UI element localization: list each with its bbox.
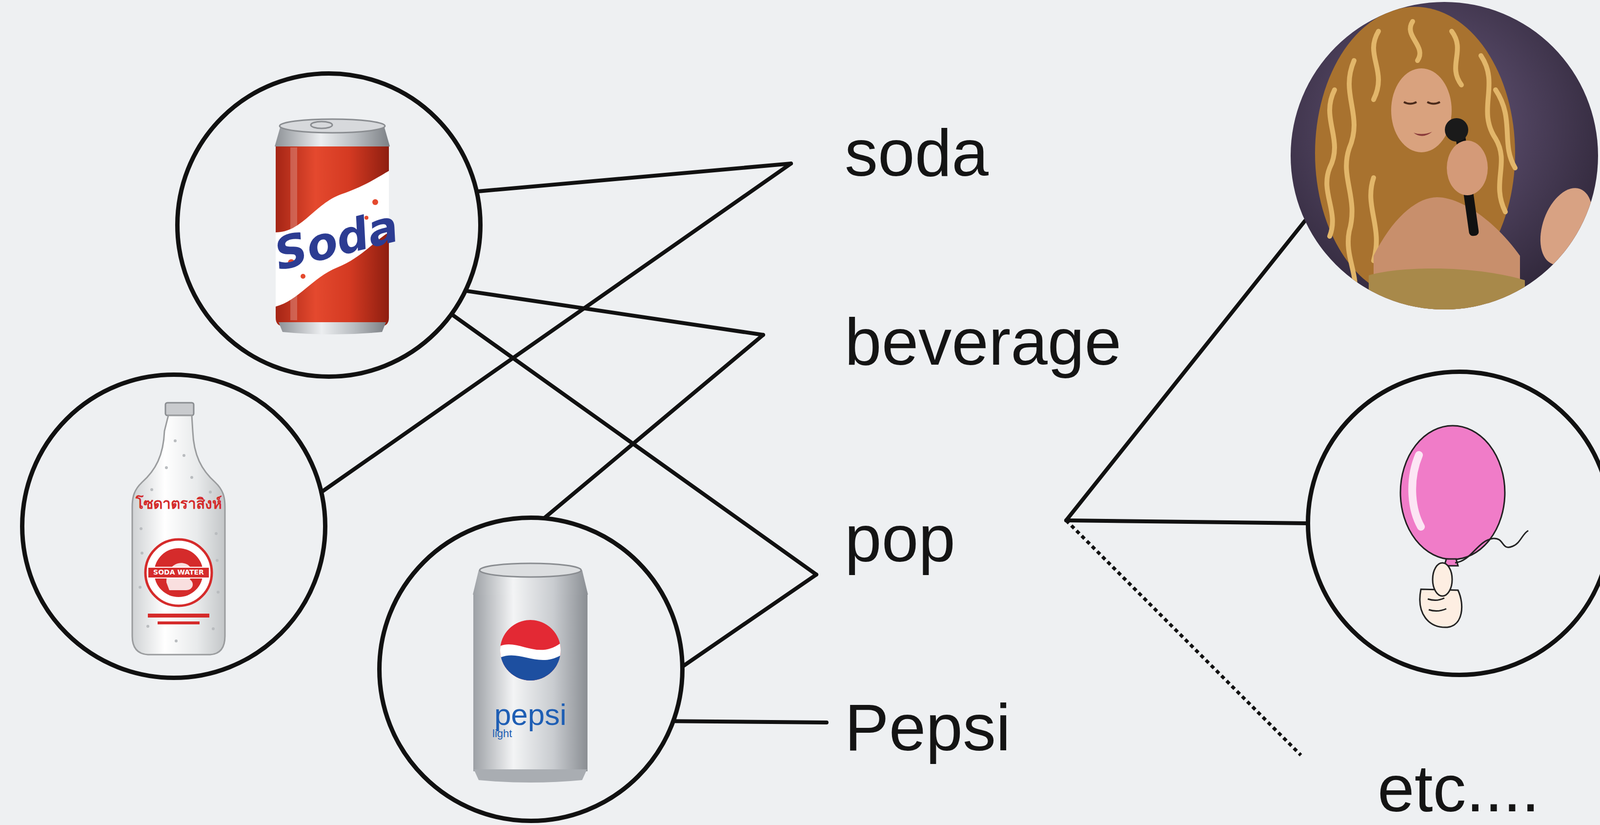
can-lid	[479, 563, 582, 577]
can-variant-text: light	[492, 727, 522, 740]
connector-line	[673, 720, 827, 723]
pepsi-can-circle: pepsilight	[377, 515, 685, 823]
hand-thumb	[1432, 562, 1453, 596]
label-line	[157, 621, 200, 625]
eye	[1427, 101, 1440, 104]
connector-line	[544, 334, 764, 519]
bubble	[146, 624, 150, 628]
curl	[1451, 31, 1462, 85]
eye	[1403, 101, 1417, 104]
bubble	[150, 487, 154, 491]
face	[1391, 68, 1452, 153]
bubble	[190, 475, 194, 479]
word-node: pop	[816, 505, 1067, 584]
soda-can-circle: Soda	[175, 71, 483, 379]
mouth	[1413, 131, 1433, 137]
bubble	[140, 551, 144, 555]
can-brand-text: pepsi	[481, 696, 580, 732]
can-brand-text: Soda	[269, 202, 396, 282]
balloon-highlight	[1412, 454, 1421, 527]
bubble	[214, 531, 218, 535]
bubble	[216, 590, 220, 594]
finger-line	[1427, 597, 1447, 611]
bubble	[215, 558, 219, 562]
circle-outline-shape	[379, 517, 683, 821]
bottle-glass	[132, 415, 225, 655]
connector-line	[321, 163, 791, 492]
can-tab	[310, 121, 333, 129]
balloon-with-hand	[1400, 425, 1529, 628]
connector-line	[465, 290, 764, 335]
bubble	[211, 627, 215, 630]
connector-line	[451, 314, 817, 575]
bubble	[139, 526, 143, 530]
pepsi-globe	[499, 618, 563, 683]
globe-red	[499, 618, 563, 683]
curl	[1346, 60, 1356, 295]
bottle-cap	[165, 402, 194, 416]
microphone-head	[1444, 118, 1469, 142]
photo-content	[1290, 1, 1599, 310]
badge-banner	[147, 567, 210, 578]
circle-outline-shape	[177, 73, 481, 377]
balloon-circle	[1305, 369, 1600, 677]
can-lid	[279, 119, 385, 133]
word-text: etc....	[1377, 754, 1540, 822]
soda-bottle	[132, 402, 225, 655]
singer-photo-circle	[1290, 1, 1599, 310]
bubble	[208, 490, 212, 494]
circle-outline	[377, 515, 685, 823]
dotted-connector	[1066, 520, 1301, 755]
raised-hand	[1530, 181, 1599, 273]
word-node: beverage	[763, 308, 1122, 387]
word-text: pop	[844, 505, 956, 572]
bubble	[164, 465, 168, 469]
hand	[1446, 140, 1488, 196]
curl	[1410, 21, 1420, 61]
label-line	[147, 613, 210, 618]
curl	[1495, 89, 1516, 168]
singer-photo	[1290, 1, 1599, 310]
bottle-label-text: โซดาตราสิงห์	[105, 495, 252, 513]
word-node: Pepsi	[826, 693, 1011, 772]
balloon-string	[1455, 530, 1529, 563]
can-body	[473, 593, 588, 771]
circle-outline-shape	[1308, 371, 1600, 675]
circle-outline	[1305, 369, 1600, 677]
circle-outline-shape	[22, 374, 326, 678]
circle-outline	[20, 372, 328, 680]
connector-line	[1066, 520, 1309, 524]
bubbles	[138, 439, 220, 643]
word-node: soda	[790, 119, 989, 198]
connector-line	[476, 163, 791, 192]
bottle-circle: โซดาตราสิงห์ SODA WATER	[20, 372, 328, 680]
globe-blue	[499, 653, 563, 683]
word-text: beverage	[844, 308, 1122, 375]
badge-ring	[145, 539, 212, 606]
curl	[1480, 55, 1506, 212]
connector-line	[682, 574, 817, 667]
badge-text: SODA WATER	[147, 567, 210, 576]
curl	[1370, 177, 1377, 261]
curl	[1373, 31, 1379, 100]
can-bottom-rim	[278, 322, 386, 335]
bubble	[173, 439, 177, 443]
pepsi-can	[472, 563, 588, 783]
bubble	[182, 453, 186, 457]
word-node: etc....	[1300, 754, 1540, 825]
sparkly-top	[1368, 268, 1525, 310]
word-text: soda	[844, 119, 989, 186]
word-text: Pepsi	[844, 693, 1011, 761]
bubble	[138, 585, 142, 589]
bubble	[174, 639, 178, 643]
can-bottom-rim	[473, 769, 588, 783]
curl	[1326, 89, 1335, 237]
